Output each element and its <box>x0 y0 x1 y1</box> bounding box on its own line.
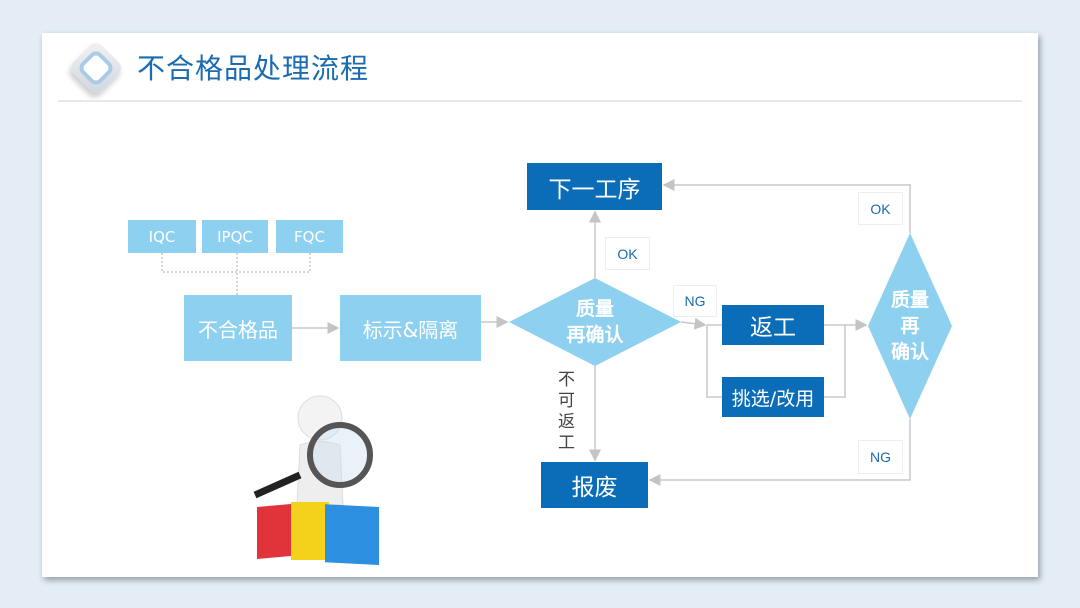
node-scrap: 报废 <box>541 462 648 508</box>
title-divider <box>58 100 1022 102</box>
node-next-process: 下一工序 <box>527 163 662 210</box>
decision-diamond-2 <box>868 233 952 419</box>
decision-2-line2: 再 <box>900 315 920 337</box>
node-sort-reuse: 挑选/改用 <box>722 377 824 417</box>
source-iqc: IQC <box>128 220 196 253</box>
label-not-reworkable: 不可返工 <box>558 370 575 453</box>
decision-2-line1: 质量 <box>890 289 929 311</box>
source-fqc: FQC <box>276 220 343 253</box>
decision-diamond-1 <box>509 278 681 366</box>
decision-2-text: 质量 再 确认 <box>870 287 950 365</box>
label-ok-1: OK <box>605 237 650 270</box>
node-rework: 返工 <box>722 305 824 345</box>
node-nonconforming: 不合格品 <box>184 295 292 361</box>
decision-1-line1: 质量 <box>575 298 614 320</box>
decision-2-line3: 确认 <box>890 341 929 363</box>
page-title: 不合格品处理流程 <box>137 52 370 85</box>
node-mark-isolate: 标示&隔离 <box>340 295 481 361</box>
label-ok-2: OK <box>858 192 903 225</box>
magnifier-person-illustration <box>253 395 379 565</box>
label-ng-1: NG <box>673 285 717 317</box>
decision-1-text: 质量 再确认 <box>545 296 645 348</box>
source-ipqc: IPQC <box>202 220 268 253</box>
label-ng-2: NG <box>858 440 903 474</box>
decision-1-line2: 再确认 <box>566 324 624 346</box>
